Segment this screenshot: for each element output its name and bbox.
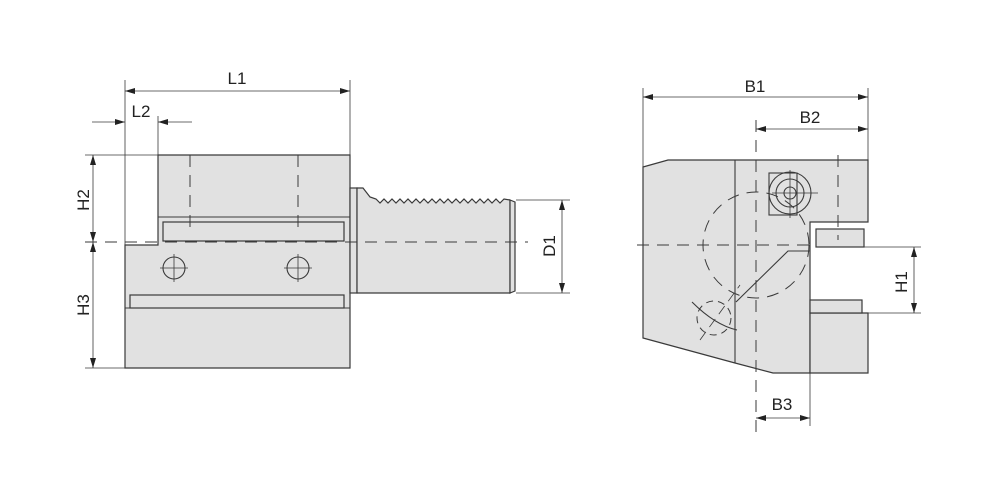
side-view: L1 L2 H2 H3 D1 xyxy=(74,69,570,369)
dimension-b1: B1 xyxy=(642,77,869,167)
dimension-label-h1: H1 xyxy=(892,271,911,293)
hidden-line xyxy=(699,284,741,341)
dimension-label-h2: H2 xyxy=(74,189,93,211)
dimension-h2-h3: H2 H3 xyxy=(74,154,350,369)
dimension-h1: H1 xyxy=(862,246,921,314)
threaded-shank xyxy=(356,187,511,294)
mounting-hole-icon xyxy=(160,254,188,282)
dimension-label-b2: B2 xyxy=(800,108,821,127)
lower-jaw xyxy=(809,299,863,314)
dimension-b3: B3 xyxy=(756,373,811,426)
mounting-hole-icon xyxy=(284,254,312,282)
adjusting-screw-icon xyxy=(768,170,818,218)
dimension-d1: D1 xyxy=(516,199,570,294)
dimension-b2: B2 xyxy=(756,108,868,132)
lower-jaw-block xyxy=(809,312,869,374)
dimension-label-d1: D1 xyxy=(540,235,559,257)
hidden-hole xyxy=(696,300,732,336)
wedge-edge xyxy=(735,250,810,303)
upper-slot xyxy=(162,221,345,242)
dimension-l1: L1 xyxy=(124,69,351,245)
dimension-label-l2: L2 xyxy=(132,102,151,121)
front-view: B1 B2 B3 H1 xyxy=(637,77,921,432)
shank-end xyxy=(509,199,516,294)
hidden-bore xyxy=(702,191,810,299)
dimension-label-h3: H3 xyxy=(74,294,93,316)
dimension-l2: L2 xyxy=(92,102,192,155)
hidden-arc xyxy=(691,301,738,331)
upper-jaw xyxy=(815,228,865,248)
holder-body xyxy=(124,154,351,369)
dimension-label-l1: L1 xyxy=(228,69,247,88)
lower-slot xyxy=(129,294,345,309)
shank-flange xyxy=(349,187,358,294)
dimension-label-b1: B1 xyxy=(745,77,766,96)
dimension-label-b3: B3 xyxy=(772,395,793,414)
